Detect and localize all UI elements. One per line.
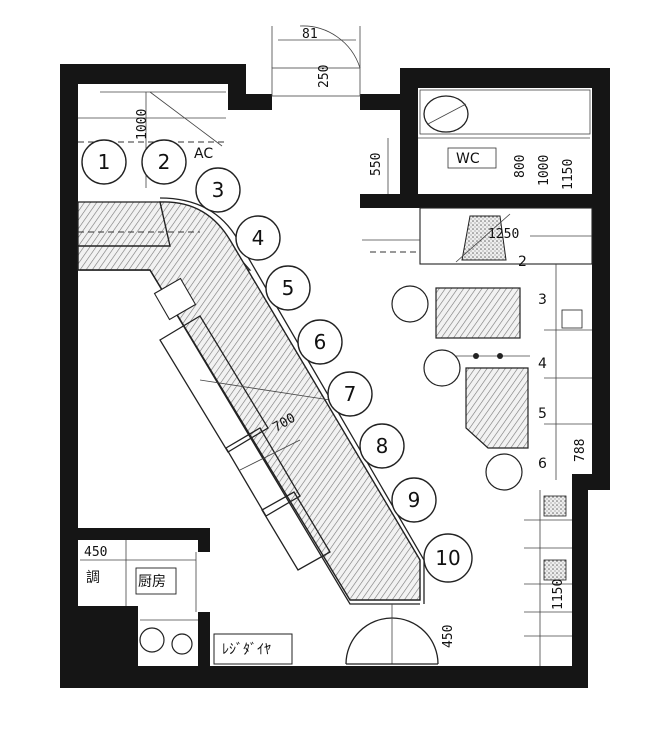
seat-5[interactable]: 5 bbox=[265, 265, 311, 311]
right-side-area: 1250 2 3 4 5 6 788 bbox=[362, 207, 593, 666]
dim-450-left: 450 bbox=[84, 545, 107, 560]
dim-81: 81 bbox=[302, 27, 318, 42]
table-lower bbox=[465, 367, 529, 449]
left-room-label: 厨房 bbox=[138, 574, 166, 590]
dim-788: 788 bbox=[573, 439, 588, 462]
wc-room: 550 WC 800 1000 1150 bbox=[369, 89, 591, 194]
side-seat-4: 4 bbox=[538, 356, 547, 372]
svg-text:7: 7 bbox=[344, 382, 357, 406]
dim-1250-side: 1250 bbox=[488, 227, 519, 242]
svg-text:9: 9 bbox=[408, 488, 421, 512]
svg-text:1: 1 bbox=[98, 150, 111, 174]
svg-text:2: 2 bbox=[158, 150, 171, 174]
dim-1000-wc: 1000 bbox=[537, 155, 552, 186]
stool-1[interactable] bbox=[391, 285, 429, 323]
bottom-counter-label: ﾚｼﾞﾀﾞｲﾔ bbox=[222, 642, 271, 658]
table-upper bbox=[435, 287, 521, 339]
seat-8[interactable]: 8 bbox=[359, 423, 405, 469]
top-left-area: 1000 AC bbox=[78, 91, 226, 188]
svg-text:5: 5 bbox=[282, 276, 295, 300]
main-counter: 700 450 bbox=[77, 197, 456, 665]
svg-text:6: 6 bbox=[314, 330, 327, 354]
dim-250: 250 bbox=[317, 65, 332, 88]
side-seat-6: 6 bbox=[538, 456, 547, 472]
lower-left-room: 450 厨房 調 ﾚｼﾞﾀﾞｲﾔ bbox=[80, 540, 293, 665]
dim-550-wc: 550 bbox=[369, 153, 384, 176]
side-seat-2: 2 bbox=[518, 254, 527, 270]
dim-1000-top: 1000 bbox=[135, 109, 150, 140]
top-entrance: 81 250 bbox=[271, 25, 361, 97]
outer-walls bbox=[60, 64, 610, 688]
stool-3[interactable] bbox=[485, 453, 523, 491]
seat-9[interactable]: 9 bbox=[391, 477, 437, 523]
seat-7[interactable]: 7 bbox=[327, 371, 373, 417]
svg-text:10: 10 bbox=[435, 546, 460, 570]
seat-3[interactable]: 3 bbox=[195, 167, 241, 213]
ac-label: AC bbox=[194, 146, 213, 162]
wc-label: WC bbox=[456, 151, 480, 167]
seat-10[interactable]: 10 bbox=[423, 533, 473, 583]
seat-1[interactable]: 1 bbox=[81, 139, 127, 185]
svg-text:8: 8 bbox=[376, 434, 389, 458]
seat-6[interactable]: 6 bbox=[297, 319, 343, 365]
dim-450-door: 450 bbox=[441, 625, 456, 648]
side-seat-3: 3 bbox=[538, 292, 547, 308]
dim-1150-right: 1150 bbox=[551, 579, 566, 610]
dim-1150-wc: 1150 bbox=[561, 159, 576, 190]
left-room-small-label: 調 bbox=[86, 570, 100, 586]
seat-2[interactable]: 2 bbox=[141, 139, 187, 185]
counter-equipment: 700 bbox=[153, 277, 331, 571]
seat-4[interactable]: 4 bbox=[235, 215, 281, 261]
seats: 1 2 3 4 5 6 7 8 9 10 bbox=[81, 139, 473, 583]
side-seat-5: 5 bbox=[538, 406, 547, 422]
svg-text:4: 4 bbox=[252, 226, 265, 250]
svg-text:3: 3 bbox=[212, 178, 225, 202]
lower-right-shelves: 1150 bbox=[524, 490, 572, 666]
stool-2[interactable] bbox=[423, 349, 461, 387]
dim-800-wc: 800 bbox=[513, 155, 528, 178]
